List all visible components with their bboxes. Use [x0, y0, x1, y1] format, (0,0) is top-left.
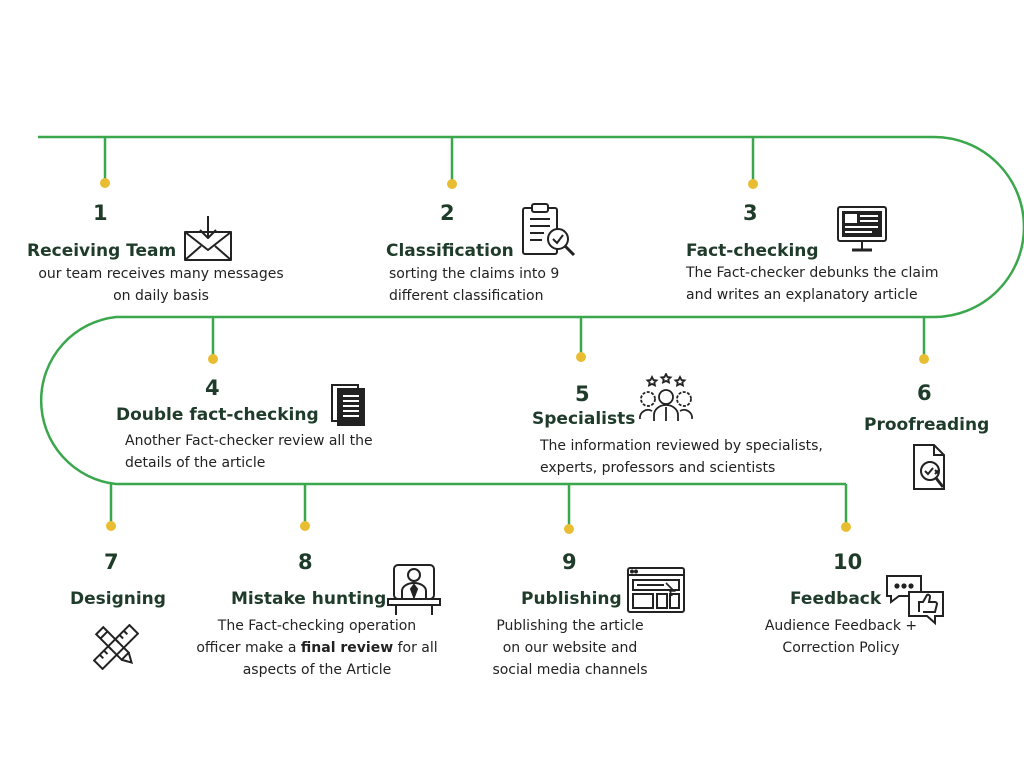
step-9-title: Publishing [521, 589, 622, 609]
step-3-title: Fact-checking [686, 241, 819, 261]
step-3-number: 3 [743, 201, 758, 225]
dot-5 [576, 352, 586, 362]
step-8-description: The Fact-checking operation officer make… [196, 618, 438, 678]
dot-4 [208, 354, 218, 364]
step-2-number: 2 [440, 201, 455, 225]
monitor-article-icon [836, 205, 888, 253]
dot-2 [447, 179, 457, 189]
step-2-title: Classification [386, 241, 514, 261]
chat-thumbs-up-icon [885, 574, 947, 626]
step-1-title: Receiving Team [27, 241, 177, 261]
web-layout-icon [626, 566, 686, 616]
timeline-line [38, 135, 1024, 486]
envelope-download-icon [183, 214, 233, 262]
step-6-number: 6 [917, 381, 932, 405]
document-magnifier-icon [910, 443, 952, 493]
step-1-number: 1 [93, 201, 108, 225]
dot-1 [100, 178, 110, 188]
step-4-number: 4 [205, 376, 220, 400]
step-2-description: sorting the claims into 9 different clas… [389, 266, 560, 304]
dot-6 [919, 354, 929, 364]
dot-7 [106, 521, 116, 531]
step-4-title: Double fact-checking [116, 405, 319, 425]
dot-3 [748, 179, 758, 189]
step-1-description: our team receives many messages on daily… [38, 266, 284, 304]
step-4-description: Another Fact-checker review all the deta… [125, 433, 373, 471]
dot-10 [841, 522, 851, 532]
step-10-description: Audience Feedback + Correction Policy [764, 618, 918, 656]
step-5-description: The information reviewed by specialists,… [540, 438, 823, 476]
step-8-number: 8 [298, 550, 313, 574]
officer-desk-icon [386, 563, 442, 617]
clipboard-check-icon [520, 203, 578, 259]
dot-9 [564, 524, 574, 534]
documents-icon [330, 383, 366, 427]
step-10-number: 10 [833, 550, 863, 574]
final-review-emphasis: final review [300, 640, 394, 656]
step-8-title: Mistake hunting [231, 589, 387, 609]
step-6-title: Proofreading [864, 415, 990, 435]
step-7-number: 7 [104, 550, 119, 574]
pencil-ruler-icon [93, 624, 139, 670]
step-5-number: 5 [575, 382, 590, 406]
step-9-number: 9 [562, 550, 577, 574]
step-10-title: Feedback [790, 589, 882, 609]
team-gears-icon [638, 373, 694, 425]
step-5-title: Specialists [532, 409, 636, 429]
step-7-title: Designing [70, 589, 166, 609]
step-9-description: Publishing the article on our website an… [492, 618, 648, 678]
step-3-description: The Fact-checker debunks the claim and w… [686, 265, 939, 303]
dot-8 [300, 521, 310, 531]
